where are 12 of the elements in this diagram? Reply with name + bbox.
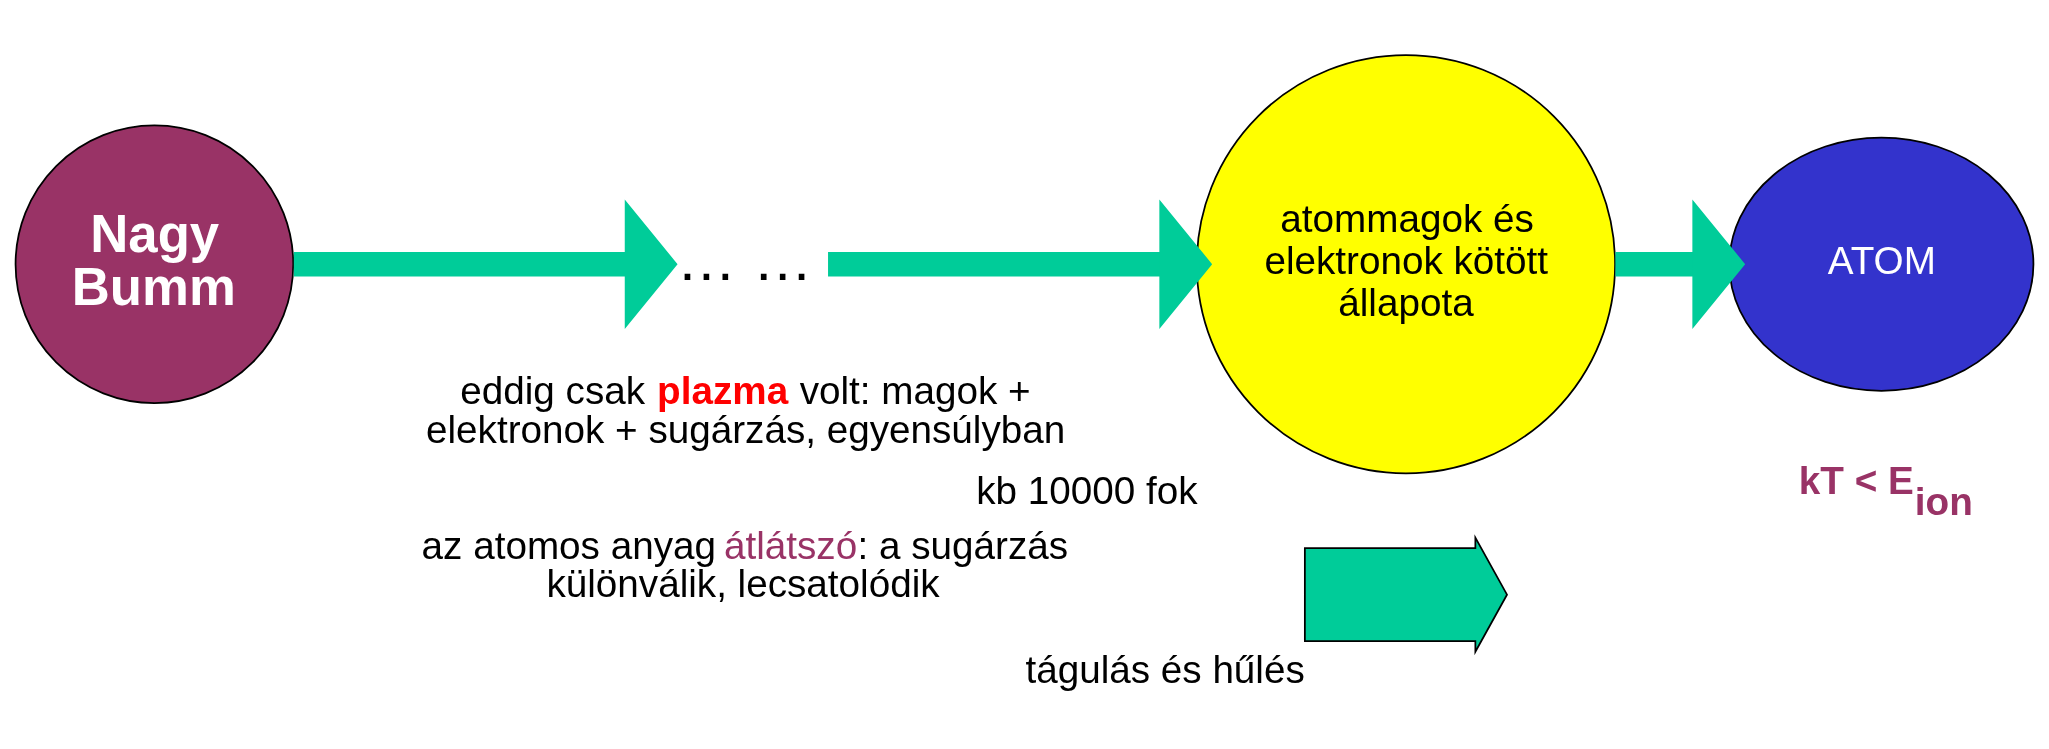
node-ellipse: ATOM xyxy=(1728,136,2035,392)
node-circle: atommagok és elektronok kötött állapota xyxy=(1195,54,1616,475)
node-label: kb 10000 fok xyxy=(976,469,1198,513)
arrow xyxy=(293,199,678,329)
node-text: … … xyxy=(676,225,813,293)
arrow xyxy=(1615,199,1746,329)
label: az atomos anyag átlátszó: a sugárzás különválik, lecsatolódik xyxy=(421,523,1069,606)
label: eddig csak plazma volt: magok + elektronok + sugárzás, egyensúlyban xyxy=(425,369,1066,451)
arrow xyxy=(828,199,1213,329)
node-arrow xyxy=(1303,534,1508,656)
node-label: tágulás és hűlés xyxy=(1025,647,1305,691)
node-circle: Nagy Bumm xyxy=(14,124,295,404)
